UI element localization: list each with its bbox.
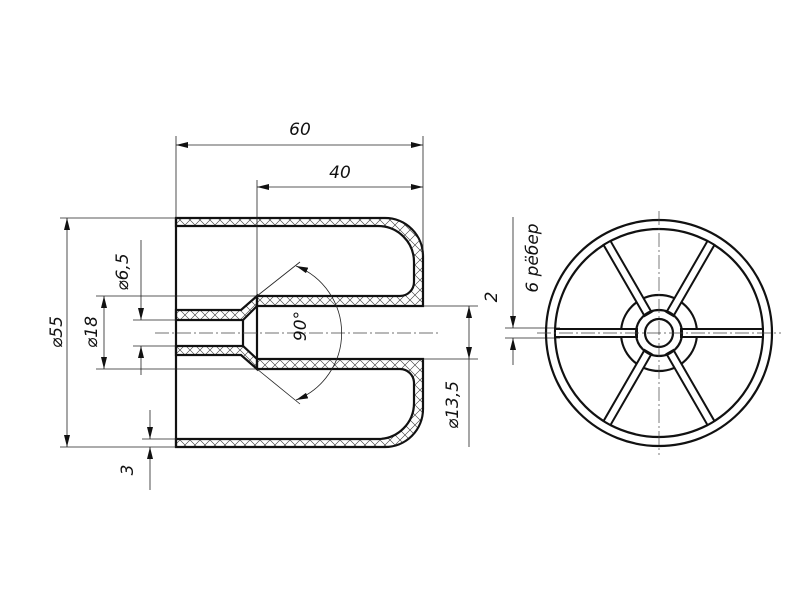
bore-upper-wall — [174, 293, 259, 322]
dim-rib-width-2: 2 — [482, 292, 502, 303]
dim-diameter-18: ⌀18 — [82, 316, 102, 348]
dim-diameter-55: ⌀55 — [47, 316, 67, 348]
dim-diameter-13-5: ⌀13,5 — [443, 381, 463, 429]
end-view — [537, 211, 781, 455]
rib — [665, 348, 716, 427]
lower-wall-section — [174, 357, 425, 449]
dim-angle-90: 90° — [291, 311, 311, 341]
note-rib-count: 6 рёбер — [523, 223, 543, 292]
dim-length-60: 60 — [289, 120, 311, 140]
bore-lower-wall — [174, 344, 259, 372]
rib — [665, 239, 716, 318]
ribs — [554, 239, 764, 427]
dimensions: 60 40 ⌀55 ⌀18 ⌀6,5 3 ⌀13,5 — [47, 120, 560, 490]
upper-wall-section — [174, 216, 425, 308]
dim-wall-3: 3 — [118, 465, 138, 476]
dim-diameter-6-5: ⌀6,5 — [113, 253, 133, 290]
rib — [602, 348, 653, 427]
rib — [602, 239, 653, 318]
dim-length-40: 40 — [329, 163, 351, 183]
